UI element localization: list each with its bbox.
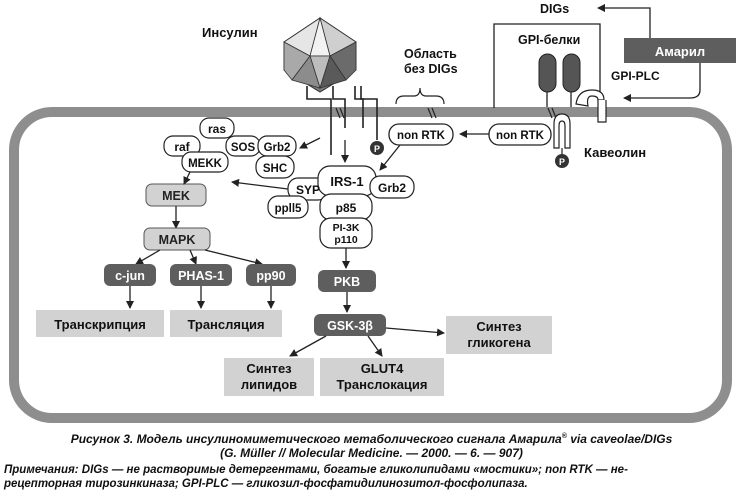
caption-source: (G. Müller // Molecular Medicine. — 2000… <box>220 446 523 460</box>
transcription-label: Транскрипция <box>54 317 146 332</box>
transcription-box <box>36 310 164 337</box>
mapk-box <box>143 227 211 251</box>
digs-bracket <box>493 23 601 108</box>
area-without-digs-label-2: без DIGs <box>404 62 458 76</box>
amaril-box <box>624 38 736 63</box>
mapk-to-pp90-arrow <box>204 249 263 267</box>
pp90-box <box>246 264 296 286</box>
sos-label: SOS <box>231 142 256 154</box>
p85-label: p85 <box>336 201 357 215</box>
ras-cluster <box>163 117 297 179</box>
pp90-label: pp90 <box>256 269 285 283</box>
insulin-molecule-icon <box>283 16 357 93</box>
gsk-to-glut4-arrow <box>367 335 383 357</box>
mapk-label: MAPK <box>159 233 196 247</box>
receptor-to-shc-arrow <box>299 137 321 149</box>
non-rtk-left-box <box>388 123 454 146</box>
cjun-box <box>104 264 156 286</box>
digs-label: DIGs <box>540 2 569 16</box>
mekk-to-mek-arrow <box>183 171 191 185</box>
mek-label: MEK <box>162 189 190 203</box>
glut4-box <box>320 358 444 396</box>
caveolin-icon <box>553 113 571 149</box>
cjun-label: c-jun <box>115 269 145 283</box>
mapk-to-cjun-arrow <box>135 249 161 265</box>
amaril-label: Амарил <box>655 44 705 59</box>
area-brace <box>395 87 445 105</box>
receptor-phospho-label: P <box>374 144 380 154</box>
pi3k-label: PI-3K <box>333 222 360 234</box>
non-rtk-to-irs-arrow <box>379 144 401 171</box>
digs-arrow <box>597 4 651 50</box>
pkb-label: PKB <box>334 275 360 289</box>
insulin-label: Инсулин <box>202 25 258 40</box>
receptor-phospho-icon <box>370 141 384 155</box>
grb2-right-label: Grb2 <box>378 181 406 195</box>
gpi-proteins-label: GPI-белки <box>518 33 580 47</box>
glycogen-label-1: Синтез <box>476 319 522 334</box>
p110-label: p110 <box>334 234 358 246</box>
ppll5-label: ppll5 <box>275 203 302 215</box>
syp-label: SYP <box>296 183 320 197</box>
translation-label: Трансляция <box>187 317 264 332</box>
translation-box <box>170 310 282 337</box>
gpi-plc-stem <box>597 100 607 123</box>
caveolin-label: Кавеолин <box>584 145 646 160</box>
gpi-protein-icon <box>538 53 581 107</box>
raf-label: raf <box>174 140 190 154</box>
figure-caption: Рисунок 3. Модель инсулиномиметического … <box>6 430 737 460</box>
glut4-label-2: Транслокация <box>336 377 427 392</box>
caption-main: Рисунок 3. Модель инсулиномиметического … <box>70 432 562 446</box>
glycogen-label-2: гликогена <box>467 335 531 350</box>
phospho-label: P <box>559 157 565 167</box>
gsk3b-label: GSK-3β <box>327 319 373 333</box>
non-rtk-left-label: non RTK <box>397 130 446 142</box>
mapk-to-phas1-arrow <box>189 249 197 265</box>
lipids-box <box>224 358 314 396</box>
insulin-receptor <box>306 86 378 155</box>
irs1-label: IRS-1 <box>330 174 363 189</box>
glycogen-box <box>446 316 552 354</box>
lipids-label-1: Синтез <box>246 361 292 376</box>
phas1-label: PHAS-1 <box>178 269 224 283</box>
grb2-top-label: Grb2 <box>264 142 291 154</box>
mekk-label: MEKK <box>188 158 223 170</box>
non-rtk-right-label: non RTK <box>496 130 545 142</box>
notes-line-2: рецепторная тирозинкиназа; GPI-PLC — гли… <box>4 478 528 490</box>
gsk-to-glycogen-arrow <box>385 327 445 337</box>
notes-line-1: Примечания: DIGs — не растворимые детерг… <box>4 464 628 476</box>
caption-main-tail: via caveolae/DIGs <box>566 432 673 446</box>
phospho-icon <box>555 154 569 168</box>
syp-arrow <box>231 178 289 190</box>
gsk-to-lipids-arrow <box>289 335 327 357</box>
gpi-plc-label: GPI-PLC <box>611 69 660 83</box>
diagram: Инсулин Область без DIGs DIGs GPI-белки … <box>9 2 736 423</box>
lipids-label-2: липидов <box>241 377 297 392</box>
figure-notes: Примечания: DIGs — не растворимые детерг… <box>4 463 741 491</box>
membrane-breaks <box>335 107 557 119</box>
area-without-digs-label-1: Область <box>404 47 457 61</box>
glut4-label-1: GLUT4 <box>361 361 404 376</box>
amaril-arrow <box>623 63 701 102</box>
shc-label: SHC <box>263 163 287 175</box>
pkb-box <box>318 270 376 292</box>
phas1-box <box>170 264 232 286</box>
gsk3b-box <box>314 314 386 336</box>
caption-registered: ® <box>561 433 567 440</box>
ras-label: ras <box>208 122 226 136</box>
